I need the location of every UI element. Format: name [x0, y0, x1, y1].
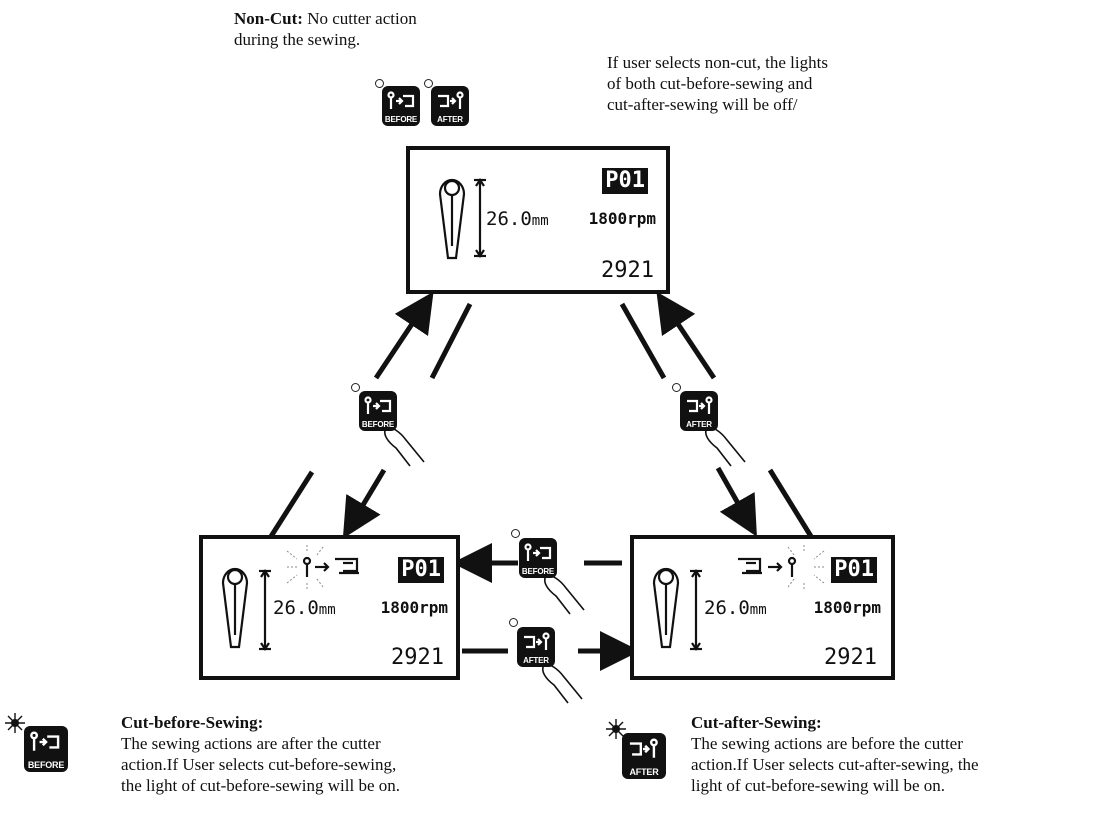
arrow-right-down-upper [619, 302, 667, 380]
cut-before-line-3: the light of cut-before-sewing will be o… [121, 776, 401, 795]
after-key-label: AFTER [437, 115, 463, 124]
noncut-title: Non-Cut: [234, 9, 303, 28]
cut-after-icon [629, 738, 658, 758]
after-key-label: AFTER [523, 656, 549, 665]
light-on-icon [606, 719, 626, 739]
noncut-detail-line-2: of both cut-before-sewing and [607, 74, 813, 93]
before-key-press-center[interactable]: BEFORE [519, 538, 557, 578]
before-key-press-left[interactable]: BEFORE [359, 391, 397, 431]
before-key-label: BEFORE [27, 760, 65, 770]
arrow-left-down-upper [429, 302, 473, 380]
cut-before-icon [364, 396, 392, 414]
cut-before-icon [30, 731, 60, 751]
light-on-icon [5, 713, 25, 733]
before-key-label: BEFORE [361, 420, 395, 429]
before-led-left [351, 383, 360, 392]
finger-icon [383, 426, 425, 467]
after-key[interactable]: AFTER [431, 86, 469, 126]
before-key-label: BEFORE [384, 115, 418, 124]
speed-value: 1800rpm [380, 598, 448, 617]
cut-before-icon [524, 543, 552, 561]
cut-after-note: Cut-after-Sewing: The sewing actions are… [691, 712, 979, 796]
program-number: P01 [602, 168, 648, 194]
cut-before-title: Cut-before-Sewing: [121, 713, 264, 732]
cut-after-line-1: The sewing actions are before the cutter [691, 734, 963, 753]
after-led-off [424, 79, 433, 88]
cut-after-icon [524, 632, 550, 650]
speed-value: 1800rpm [813, 598, 881, 617]
buttonhole-icon [221, 567, 271, 651]
arrow-left-down-lower [342, 468, 387, 539]
arrow-left-up-lower [267, 470, 315, 540]
before-key-legend: BEFORE [24, 726, 68, 772]
program-number: P01 [831, 557, 877, 583]
finger-icon [704, 426, 746, 467]
noncut-detail-line-1: If user selects non-cut, the lights [607, 53, 828, 72]
cut-after-line-3: light of cut-before-sewing will be on. [691, 776, 945, 795]
after-led-center [509, 618, 518, 627]
lcd-cut-before: P01 26.0mm 1800rpm 2921 [199, 535, 460, 680]
cut-before-icon [387, 91, 415, 109]
program-number: P01 [398, 557, 444, 583]
cut-after-line-2: action.If User selects cut-after-sewing,… [691, 755, 979, 774]
cut-after-icon [687, 396, 713, 414]
after-led-right [672, 383, 681, 392]
stitch-count: 2921 [601, 258, 654, 283]
after-key-label: AFTER [686, 420, 712, 429]
speed-value: 1800rpm [588, 209, 656, 228]
length-value: 26.0mm [486, 208, 549, 230]
arrow-left-up-upper [373, 291, 434, 380]
noncut-note: Non-Cut: No cutter action during the sew… [234, 8, 417, 50]
lcd-cut-after: P01 26.0mm 1800rpm 2921 [630, 535, 895, 680]
length-value: 26.0mm [273, 597, 336, 619]
after-key-press-center[interactable]: AFTER [517, 627, 555, 667]
before-key-label: BEFORE [521, 567, 555, 576]
finger-icon [543, 574, 585, 615]
cut-before-line-2: action.If User selects cut-before-sewing… [121, 755, 397, 774]
noncut-text-1: No cutter action [302, 9, 417, 28]
arrow-right-up-lower [767, 468, 815, 540]
before-led-center [511, 529, 520, 538]
cut-after-title: Cut-after-Sewing: [691, 713, 822, 732]
before-led-off [375, 79, 384, 88]
before-key[interactable]: BEFORE [382, 86, 420, 126]
noncut-text-2: during the sewing. [234, 30, 361, 49]
lcd-noncut: 26.0mm P01 1800rpm 2921 [406, 146, 670, 294]
noncut-detail-line-3: cut-after-sewing will be off/ [607, 95, 798, 114]
after-key-legend: AFTER [622, 733, 666, 779]
buttonhole-icon [438, 178, 486, 260]
buttonhole-icon [652, 567, 702, 651]
arrow-right-up-upper [656, 291, 717, 380]
cut-before-note: Cut-before-Sewing: The sewing actions ar… [121, 712, 400, 796]
stitch-count: 2921 [824, 645, 877, 670]
length-value: 26.0mm [704, 597, 767, 619]
cut-before-sewing-indicator [286, 545, 359, 591]
cut-after-icon [438, 91, 464, 109]
finger-icon [541, 663, 583, 704]
arrow-right-down-lower [715, 466, 757, 537]
cut-after-sewing-indicator [738, 545, 825, 591]
cut-before-line-1: The sewing actions are after the cutter [121, 734, 381, 753]
noncut-detail-note: If user selects non-cut, the lights of b… [607, 52, 828, 115]
stitch-count: 2921 [391, 645, 444, 670]
after-key-label: AFTER [629, 767, 659, 777]
after-key-press-right[interactable]: AFTER [680, 391, 718, 431]
